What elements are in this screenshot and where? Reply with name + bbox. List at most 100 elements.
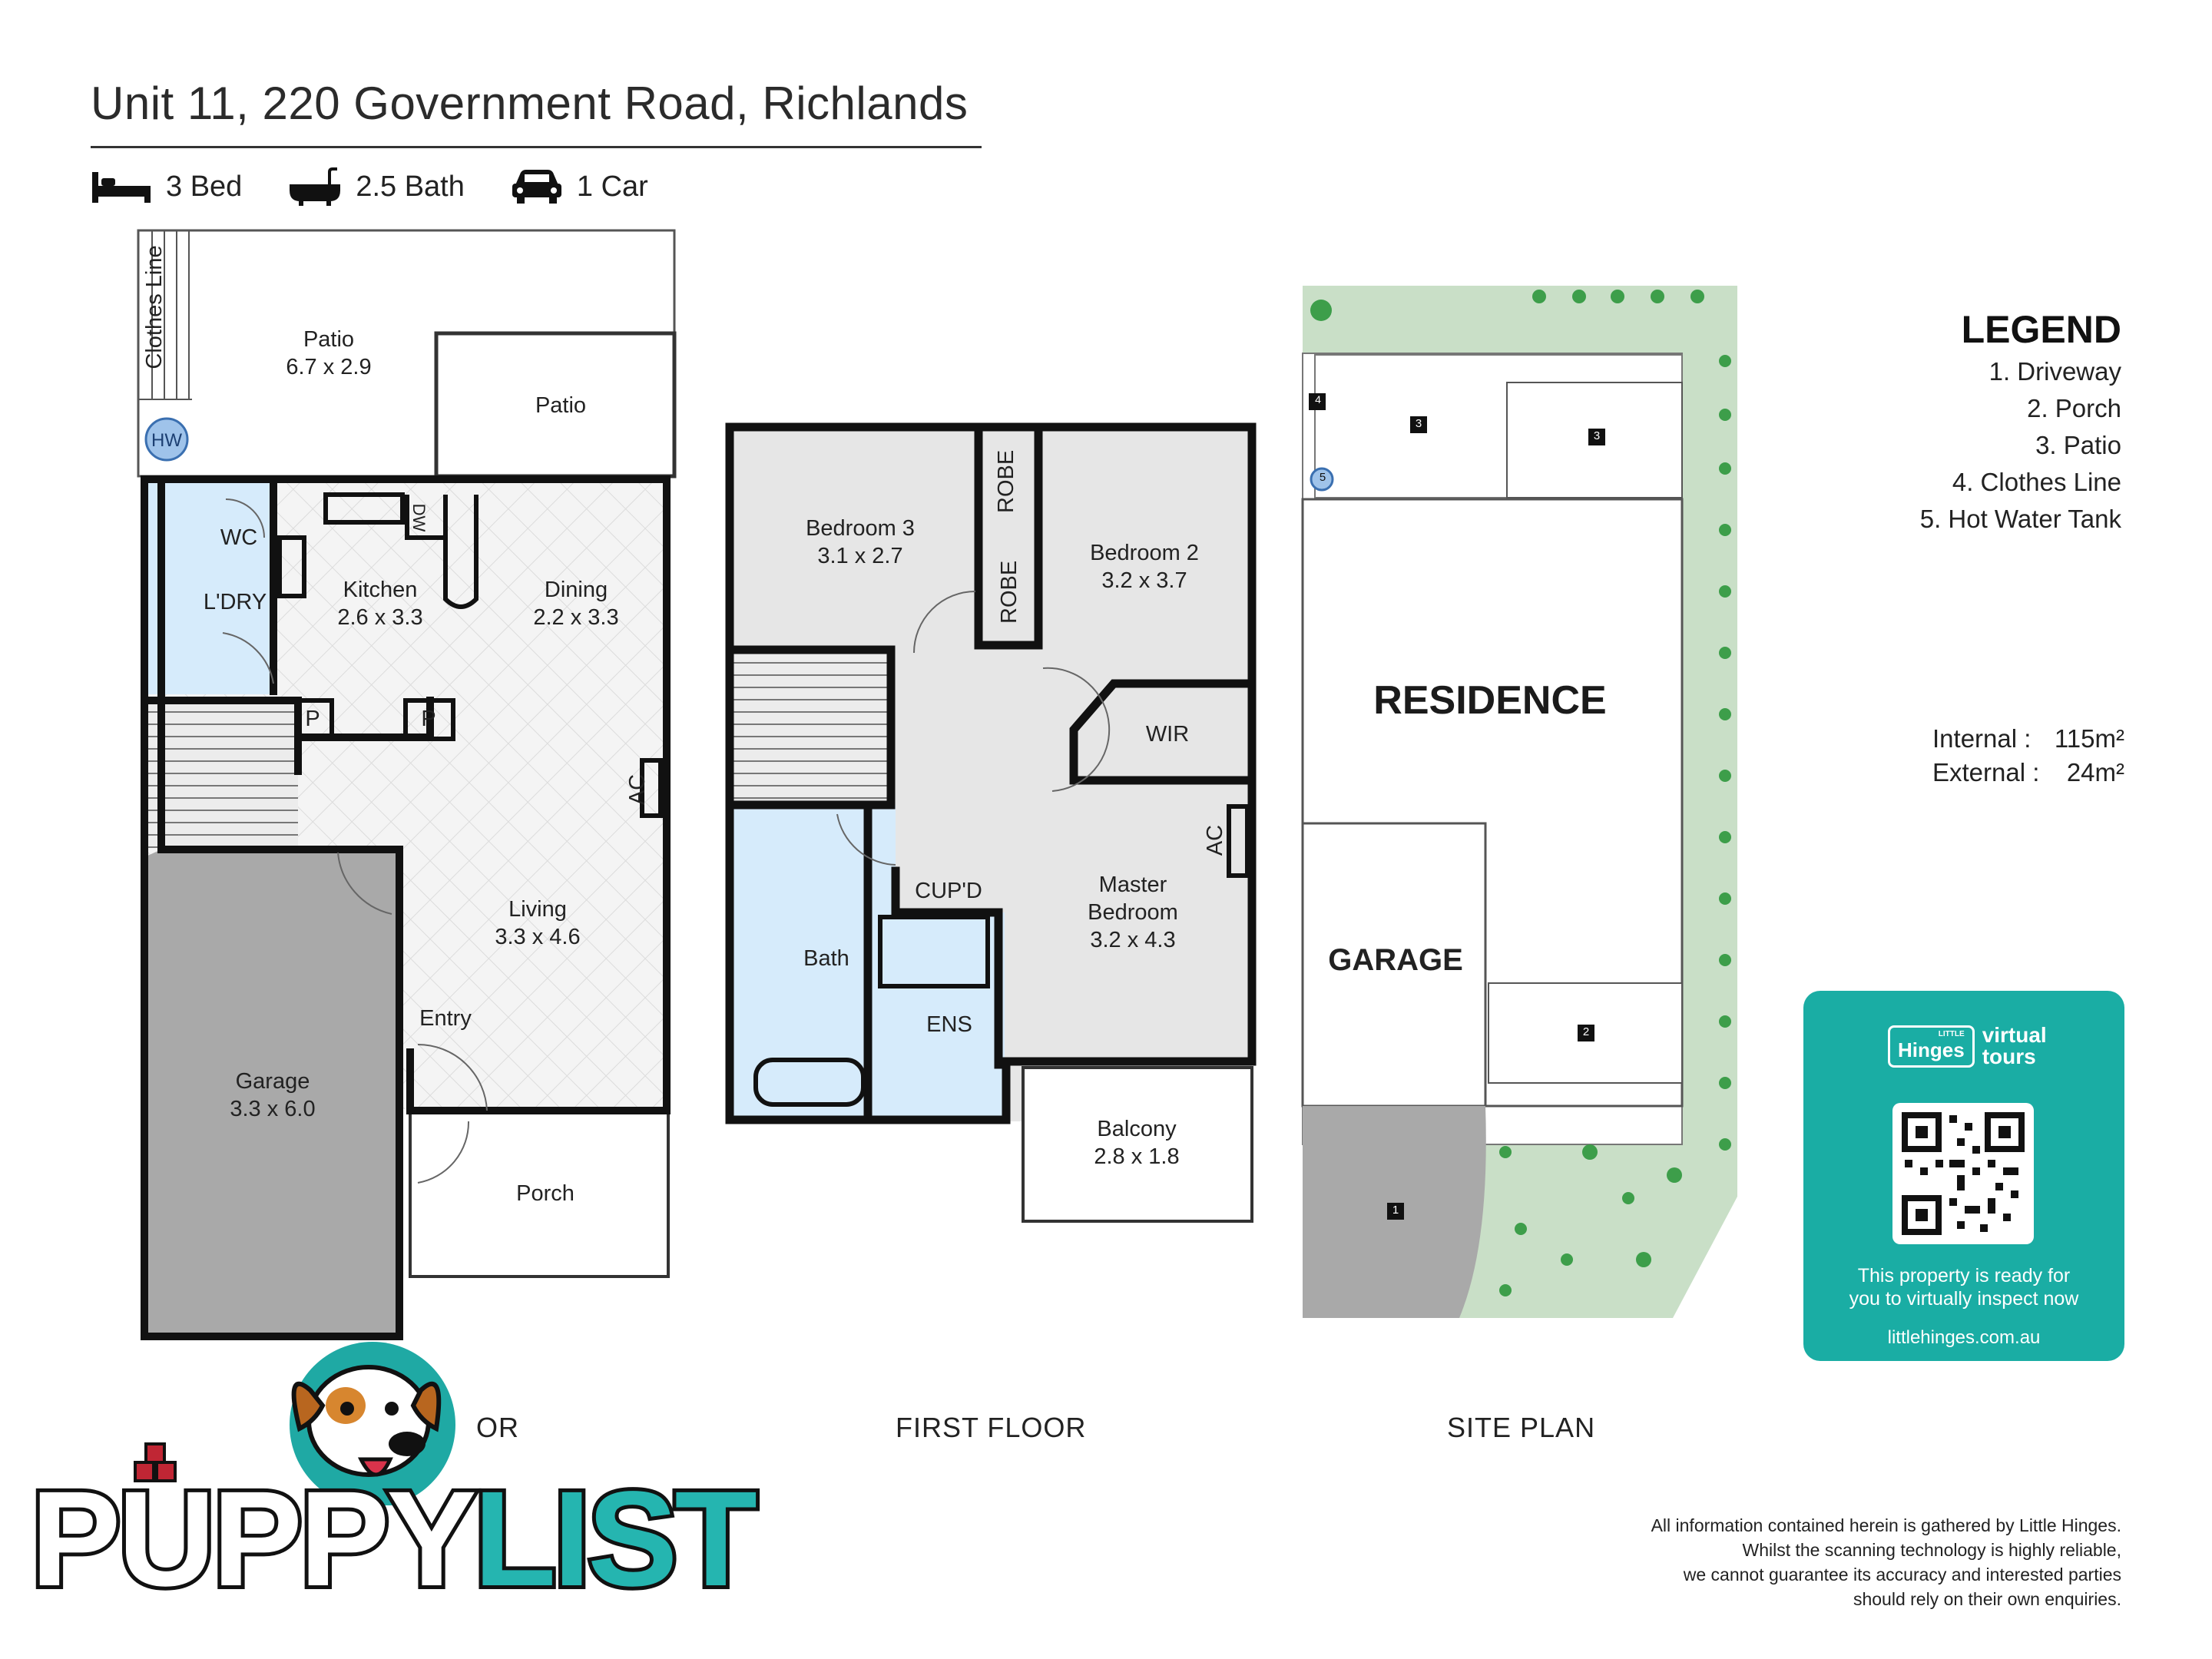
bed-icon — [92, 172, 151, 203]
legend-item: 2. Porch — [2027, 394, 2121, 422]
side-patio-label: Patio — [535, 393, 587, 418]
virtual-tour-line-1: This property is ready for — [1857, 1265, 2071, 1286]
robe-2-label: ROBE — [997, 560, 1022, 624]
living-label: Living 3.3 x 4.6 — [495, 897, 581, 949]
internal-area-label: Internal : — [1932, 724, 2032, 753]
balcony-area — [1022, 1066, 1253, 1223]
bedroom-3-label: Bedroom 3 3.1 x 2.7 — [806, 516, 915, 568]
bedroom-2-label: Bedroom 2 3.2 x 3.7 — [1090, 541, 1199, 593]
legend-list: 1. Driveway 2. Porch 3. Patio 4. Clothes… — [1920, 353, 2121, 538]
side-patio — [434, 331, 677, 478]
first-floor-stairs — [730, 653, 891, 799]
little-hinges-logo: LITTLE Hinges virtual tours — [1888, 1025, 2059, 1068]
car-icon — [512, 170, 561, 204]
disclaimer-line: All information contained herein is gath… — [1651, 1515, 2121, 1535]
pantry-2-label: P — [421, 707, 436, 731]
virtual-tour-url[interactable]: littlehinges.com.au — [1887, 1327, 2041, 1348]
legend-item: 4. Clothes Line — [1952, 468, 2121, 496]
wc-laundry-area — [144, 479, 275, 694]
area-summary: Internal : 115m² External : 24m² — [1932, 722, 2124, 790]
marker-3a-label: 3 — [1415, 417, 1422, 430]
balcony-label: Balcony 2.8 x 1.8 — [1094, 1117, 1180, 1169]
logo-brand-text: Hinges — [1898, 1038, 1965, 1061]
beds-spec: 3 Bed — [91, 169, 242, 204]
ground-stairs — [144, 702, 298, 848]
hw-label: HW — [151, 430, 182, 451]
first-floor-plan — [725, 422, 1257, 1223]
first-floor-label: FIRST FLOOR — [896, 1412, 1087, 1443]
disclaimer: All information contained herein is gath… — [1568, 1513, 2121, 1611]
legend-item: 3. Patio — [2035, 431, 2121, 459]
qr-code-icon — [1902, 1112, 2025, 1235]
ensuite-area — [873, 912, 1005, 1120]
page-title: Unit 11, 220 Government Road, Richlands — [91, 78, 969, 129]
virtual-tour-card[interactable]: LITTLE Hinges virtual tours This propert… — [1803, 991, 2124, 1361]
site-garage — [1301, 822, 1487, 1108]
marker-3b-label: 3 — [1593, 429, 1601, 442]
first-ac-label: AC — [1203, 824, 1227, 856]
marker-4-label: 4 — [1315, 393, 1321, 406]
disclaimer-line: should rely on their own enquiries. — [1853, 1589, 2121, 1609]
site-plan — [1301, 286, 1737, 1318]
ground-floor-label: OR — [476, 1412, 519, 1443]
master-bedroom-label: Master Bedroom 3.2 x 4.3 — [1088, 873, 1178, 952]
dw-label: DW — [409, 503, 429, 532]
residence-label: RESIDENCE — [1373, 678, 1607, 723]
ground-ac-label: AC — [625, 773, 650, 806]
internal-area-value: 115m² — [2054, 724, 2124, 753]
shrubs — [1310, 290, 1731, 1296]
external-area-label: External : — [1932, 758, 2040, 786]
site-markers — [1309, 393, 1605, 1220]
logo-small-text: LITTLE — [1938, 1029, 1965, 1038]
cupboard-label: CUP'D — [915, 879, 982, 903]
property-specs: 3 Bed 2.5 Bath 1 Car — [91, 167, 648, 206]
ground-floor-plan — [137, 229, 677, 1340]
clothes-line — [138, 230, 192, 400]
virtual-tour-message: This property is ready for you to virtua… — [1803, 1264, 2124, 1310]
marker-5-label: 5 — [1319, 471, 1326, 484]
patio-label: Patio 6.7 x 2.9 — [286, 327, 372, 379]
legend-item: 1. Driveway — [1988, 357, 2121, 386]
legend-item: 5. Hot Water Tank — [1919, 505, 2121, 533]
laundry-label: L'DRY — [203, 590, 267, 614]
virtual-tour-line-2: you to virtually inspect now — [1849, 1288, 2079, 1310]
marker-2-label: 2 — [1582, 1025, 1590, 1038]
site-plan-label: SITE PLAN — [1447, 1412, 1596, 1443]
marker-1-label: 1 — [1392, 1204, 1399, 1217]
robe-1-label: ROBE — [994, 449, 1018, 513]
porch-label: Porch — [516, 1181, 575, 1206]
disclaimer-line: we cannot guarantee its accuracy and int… — [1683, 1565, 2121, 1584]
wordmark-part-2: LIST — [470, 1464, 761, 1614]
bath-icon — [290, 167, 341, 206]
bath-label: Bath — [803, 946, 849, 971]
kitchen-label: Kitchen 2.6 x 3.3 — [337, 578, 423, 630]
porch-area — [409, 1109, 670, 1278]
pantry-1-label: P — [305, 707, 320, 731]
beds-label: 3 Bed — [166, 170, 243, 203]
title-divider — [91, 146, 982, 148]
wc-label: WC — [220, 525, 258, 550]
clothes-line-label: Clothes Line — [142, 245, 167, 369]
baths-label: 2.5 Bath — [356, 170, 465, 203]
logo-tagline: virtual tours — [1982, 1023, 2047, 1068]
puppylist-wordmark: PUPPYLIST — [27, 1468, 761, 1611]
hot-water-marker — [144, 417, 189, 462]
wordmark-part-1: PUPPY — [27, 1464, 481, 1614]
cars-label: 1 Car — [576, 170, 648, 203]
qr-code[interactable] — [1892, 1103, 2034, 1244]
logo-badge: LITTLE Hinges — [1888, 1025, 1975, 1068]
ensuite-label: ENS — [926, 1012, 972, 1037]
house-blocks-icon — [134, 1442, 177, 1482]
wir-label: WIR — [1145, 722, 1190, 747]
dining-label: Dining 2.2 x 3.3 — [533, 578, 619, 630]
external-area-value: 24m² — [2066, 758, 2124, 786]
disclaimer-line: Whilst the scanning technology is highly… — [1742, 1540, 2122, 1560]
garage-label: Garage 3.3 x 6.0 — [230, 1069, 316, 1121]
baths-spec: 2.5 Bath — [288, 167, 465, 206]
puppylist-watermark: PUPPYLIST — [27, 1336, 761, 1644]
cars-spec: 1 Car — [511, 168, 648, 205]
entry-label: Entry — [419, 1006, 472, 1031]
site-side-patio — [1506, 382, 1683, 498]
legend-title: LEGEND — [1961, 308, 2121, 351]
